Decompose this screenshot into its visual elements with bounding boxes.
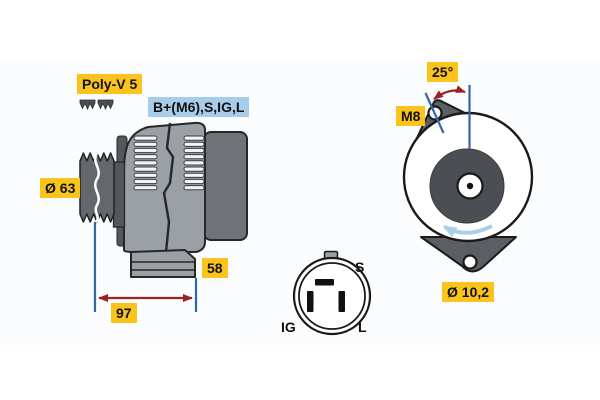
belt-profile-icon: [79, 99, 114, 110]
angle-25-dimension: [424, 85, 471, 149]
rotation-direction-arrow-icon: [442, 224, 493, 238]
pin-s-slot: [315, 279, 334, 286]
housing-seam: [162, 122, 175, 253]
lug-axis-line: [424, 92, 445, 134]
dimension-58-label: 58: [202, 258, 228, 278]
connector-pin-l-label: L: [358, 319, 367, 335]
bottom-lug-hole: [462, 254, 478, 270]
rear-housing-block: [203, 131, 248, 241]
terminals-label: B+(M6),S,IG,L: [148, 97, 250, 117]
bottom-mounting-lug: [420, 236, 517, 273]
connector-inner-ring: [298, 262, 366, 330]
thread-m8-label: M8: [396, 106, 426, 126]
pulley-diameter-label: Ø 63: [40, 178, 81, 198]
pin-ig-slot: [307, 291, 314, 312]
connector-pin-ig-label: IG: [281, 319, 296, 335]
angle-arc-arrow: [433, 85, 466, 100]
hole-diameter-label: Ø 10,2: [442, 282, 495, 302]
pulley: [79, 152, 115, 223]
dimension-97-label: 97: [111, 303, 137, 323]
connector-pin-s-label: S: [355, 259, 365, 275]
alternator-rear-view: [402, 85, 534, 273]
shaft-flange: [112, 161, 126, 228]
vent-slots-right: [183, 135, 205, 191]
mounting-foot: [130, 249, 196, 278]
pin-l-slot: [338, 291, 345, 312]
dimension-97: [93, 222, 198, 312]
belt-type-label: Poly-V 5: [77, 74, 143, 94]
connector-outer-ring: [292, 256, 372, 336]
shaft-center-dot: [466, 182, 474, 190]
alternator-side-view: [79, 99, 248, 312]
vent-slots-left: [133, 135, 158, 191]
connector-plug-view: [292, 250, 372, 336]
pulley-break-line: [94, 151, 100, 223]
angle-25-label: 25°: [427, 62, 459, 82]
